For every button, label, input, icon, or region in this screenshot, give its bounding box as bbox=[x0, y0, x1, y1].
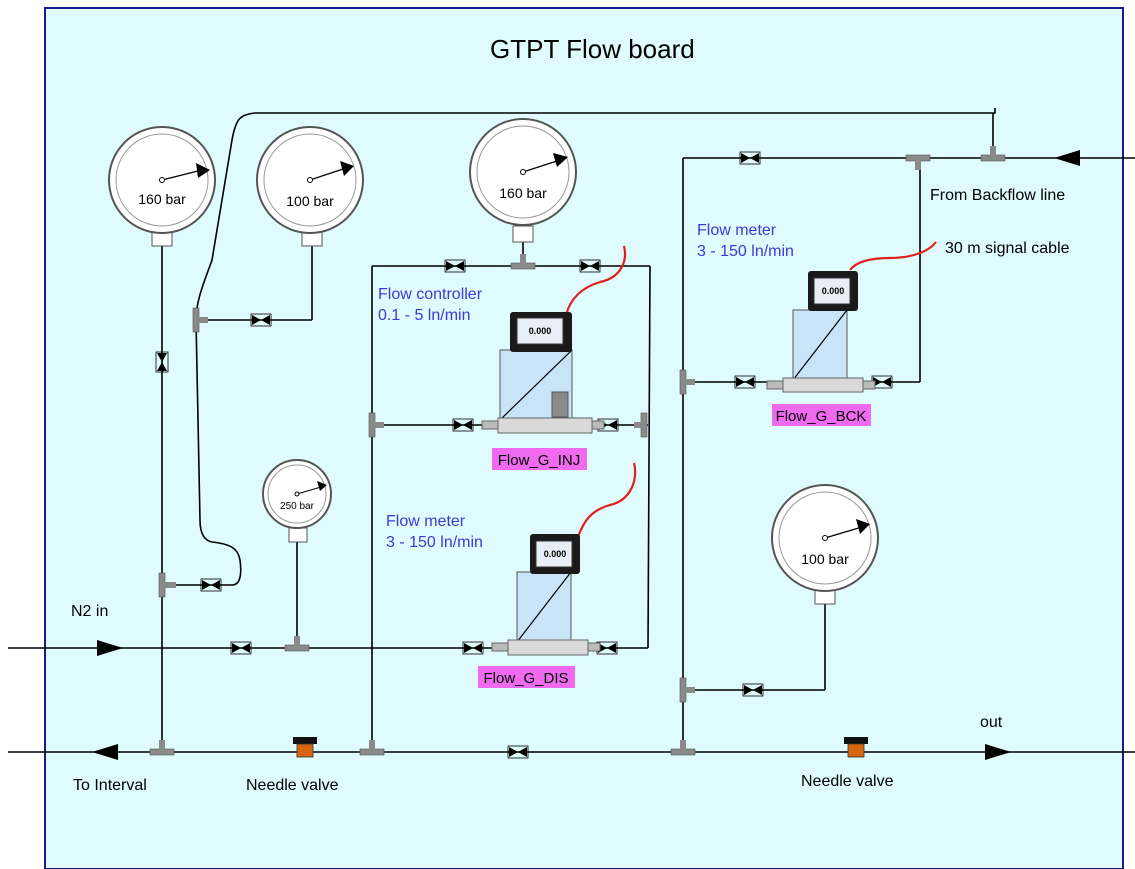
gauge-4-label: 250 bar bbox=[280, 501, 315, 512]
flow-controller-inj: 0.000 bbox=[481, 312, 605, 434]
gauge-2-label: 100 bar bbox=[286, 193, 334, 209]
gauge-3-label: 160 bar bbox=[499, 185, 547, 201]
needle-valve-left-label: Needle valve bbox=[246, 777, 339, 794]
pressure-gauge-1: 160 bar bbox=[108, 126, 216, 247]
gauge-5-label: 100 bar bbox=[801, 551, 849, 567]
signal-cables bbox=[564, 241, 937, 538]
arrow-right-icon bbox=[97, 640, 123, 656]
board-title: GTPT Flow board bbox=[490, 34, 695, 64]
tag-inj-label: Flow_G_INJ bbox=[498, 452, 581, 469]
tag-dis: Flow_G_DIS bbox=[478, 666, 575, 688]
tag-dis-label: Flow_G_DIS bbox=[483, 670, 568, 687]
fc-title: Flow controller bbox=[378, 286, 483, 303]
fm-bck-title: Flow meter bbox=[697, 222, 777, 239]
tag-inj: Flow_G_INJ bbox=[492, 448, 587, 470]
arrow-right-icon bbox=[985, 744, 1011, 760]
flow-board bbox=[44, 7, 1124, 869]
n2-in-label: N2 in bbox=[71, 603, 108, 620]
arrow-left-icon bbox=[92, 744, 118, 760]
display-value-dis: 0.000 bbox=[544, 549, 567, 559]
out-label: out bbox=[980, 714, 1003, 731]
tag-bck-label: Flow_G_BCK bbox=[776, 408, 867, 425]
fm-dis-title: Flow meter bbox=[386, 513, 466, 530]
pressure-gauge-2: 100 bar bbox=[256, 126, 364, 247]
needle-valve-right bbox=[844, 737, 868, 758]
arrow-left-icon bbox=[1054, 150, 1080, 166]
needle-valve-left bbox=[293, 737, 317, 758]
flow-meter-dis: 0.000 bbox=[491, 534, 601, 656]
fm-bck-range: 3 - 150 ln/min bbox=[697, 243, 794, 260]
pressure-gauge-5: 100 bar bbox=[771, 484, 879, 605]
needle-valve-right-label: Needle valve bbox=[801, 773, 894, 790]
flow-meter-bck: 0.000 bbox=[766, 271, 876, 393]
from-backflow-label: From Backflow line bbox=[930, 187, 1065, 204]
tee-fittings bbox=[149, 146, 1006, 756]
signal-cable-label: 30 m signal cable bbox=[945, 240, 1070, 257]
tag-bck: Flow_G_BCK bbox=[772, 404, 871, 426]
display-value-bck: 0.000 bbox=[822, 286, 845, 296]
display-value-inj: 0.000 bbox=[529, 326, 552, 336]
flow-arrows bbox=[92, 150, 1080, 760]
pressure-gauge-3: 160 bar bbox=[469, 118, 577, 243]
fm-dis-range: 3 - 150 ln/min bbox=[386, 534, 483, 551]
pressure-gauge-4: 250 bar bbox=[262, 459, 332, 543]
gauge-1-label: 160 bar bbox=[138, 191, 186, 207]
fc-range: 0.1 - 5 ln/min bbox=[378, 307, 470, 324]
to-interval-label: To Interval bbox=[73, 777, 147, 794]
